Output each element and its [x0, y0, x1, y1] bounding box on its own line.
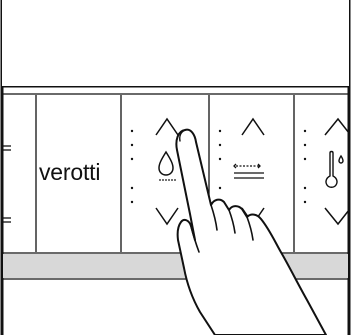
humidity-control: [156, 119, 178, 224]
dot-indicators: [131, 130, 306, 203]
chevron-up-icon[interactable]: [242, 119, 264, 135]
humidity-scale-dots: [159, 179, 176, 181]
thermometer-icon: [326, 152, 343, 188]
fan-speed-icon: [234, 164, 264, 178]
left-mount: [3, 95, 36, 252]
chevron-down-icon[interactable]: [325, 208, 349, 224]
brand-logo: verotti: [39, 159, 100, 185]
chevron-down-icon[interactable]: [156, 208, 178, 224]
pointing-hand-icon: [176, 130, 326, 335]
temperature-control: [325, 119, 349, 224]
water-drop-icon: [159, 152, 173, 175]
top-band: [2, 0, 349, 86]
bottom-gray-strip: [3, 254, 348, 278]
chevron-up-icon[interactable]: [156, 119, 178, 135]
chevron-up-icon[interactable]: [325, 119, 349, 135]
